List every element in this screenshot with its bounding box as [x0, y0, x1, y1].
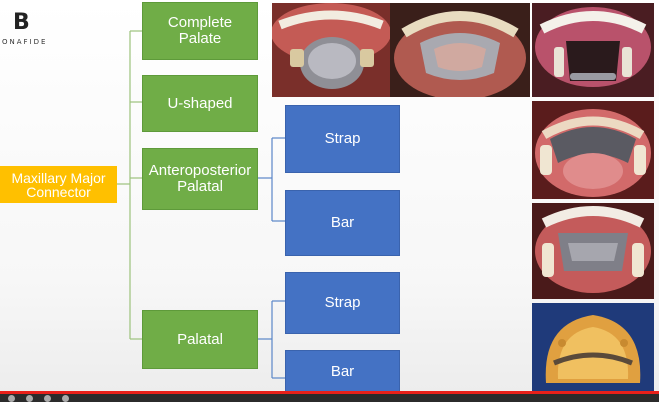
next-icon[interactable]	[26, 395, 33, 402]
node-ap-strap: Strap	[285, 105, 400, 173]
video-control-strip	[0, 394, 659, 402]
settings-icon[interactable]	[62, 395, 69, 402]
volume-icon[interactable]	[44, 395, 51, 402]
node-u-shaped: U-shaped	[142, 75, 258, 132]
logo-text: ONAFIDE	[2, 38, 48, 46]
complete-palate-photo-2	[390, 3, 530, 97]
node-anteroposterior-palatal: Anteroposterior Palatal	[142, 148, 258, 210]
u-shaped-photo	[532, 101, 654, 199]
complete-palate-photo-3	[532, 3, 654, 97]
root-node: Maxillary Major Connector	[0, 166, 117, 203]
anteroposterior-strap-photo	[532, 203, 654, 299]
node-palatal-bar: Bar	[285, 350, 400, 394]
node-ap-bar: Bar	[285, 190, 400, 256]
node-complete-palate: Complete Palate	[142, 2, 258, 60]
video-progress-bar[interactable]	[0, 391, 659, 394]
complete-palate-photo-1	[272, 3, 390, 97]
node-palatal: Palatal	[142, 310, 258, 369]
logo-mark: B	[13, 10, 30, 35]
play-icon[interactable]	[8, 395, 15, 402]
node-palatal-strap: Strap	[285, 272, 400, 334]
palatal-bar-photo	[532, 303, 654, 391]
